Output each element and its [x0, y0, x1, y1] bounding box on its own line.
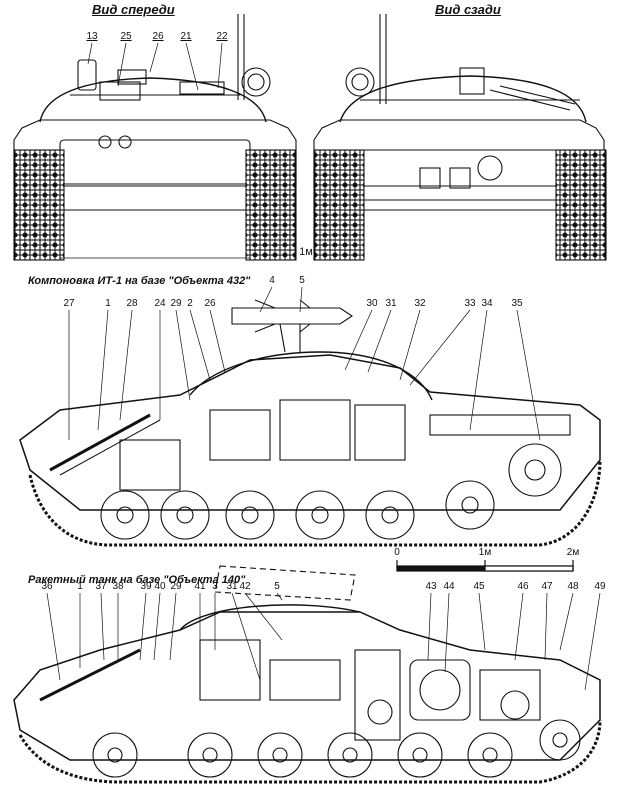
object140-title: Ракетный танк на базе "Объекта 140" [28, 574, 246, 586]
leader-ob140-5 [276, 592, 283, 601]
leader-ob140-37 [100, 592, 105, 661]
callout-ob140-46: 46 [517, 581, 529, 592]
callout-front-13: 13 [86, 31, 98, 42]
scale-tick-0: 0 [394, 547, 400, 558]
leader-ob140-48 [559, 592, 574, 651]
leader-front-22 [217, 42, 223, 89]
leader-ob140-39 [139, 592, 147, 661]
object140-cutaway-drawing [13, 565, 602, 784]
callout-it1-4: 4 [269, 275, 275, 286]
callout-ob140-41: 41 [194, 581, 206, 592]
callout-it1-2: 2 [187, 298, 193, 309]
leader-it1-5 [299, 286, 303, 313]
callout-ob140-39: 39 [140, 581, 152, 592]
meter-mark-label: 1м [299, 246, 313, 258]
callout-front-22: 22 [216, 31, 228, 42]
callout-ob140-48: 48 [567, 581, 579, 592]
scale-bar [396, 560, 574, 572]
leader-it1-35 [516, 309, 541, 441]
callout-ob140-1: 1 [77, 581, 83, 592]
leader-ob140-46 [514, 592, 524, 661]
leader-it1-30 [344, 309, 373, 371]
leader-it1-2 [189, 309, 211, 381]
callout-ob140-36: 36 [41, 581, 53, 592]
leader-ob140-43 [427, 592, 432, 661]
callout-ob140-31: 31 [226, 581, 238, 592]
callout-it1-26: 26 [204, 298, 216, 309]
leader-it1-26 [209, 309, 226, 373]
callout-leader-lines [46, 42, 601, 691]
callout-it1-24: 24 [154, 298, 166, 309]
callout-ob140-37: 37 [95, 581, 107, 592]
callout-front-26: 26 [152, 31, 164, 42]
leader-it1-33 [409, 309, 471, 386]
callout-it1-35: 35 [511, 298, 523, 309]
leader-ob140-49 [584, 592, 601, 691]
leader-ob140-29 [169, 592, 177, 661]
callout-it1-5: 5 [299, 275, 305, 286]
callout-ob140-42: 42 [239, 581, 251, 592]
rear-view-label: Вид сзади [435, 2, 501, 17]
callout-it1-1: 1 [105, 298, 111, 309]
callout-ob140-29: 29 [170, 581, 182, 592]
callout-ob140-47: 47 [541, 581, 553, 592]
callout-it1-29: 29 [170, 298, 182, 309]
front-view-label: Вид спереди [92, 2, 175, 17]
leader-front-26 [149, 42, 159, 73]
leader-ob140-44 [444, 592, 450, 673]
scale-tick-2m: 2м [566, 547, 580, 558]
leader-front-13 [87, 42, 93, 65]
it1-cutaway-drawing [19, 299, 602, 547]
leader-it1-32 [399, 309, 421, 381]
scale-tick-1m: 1м [478, 547, 492, 558]
callout-ob140-44: 44 [443, 581, 455, 592]
callout-it1-28: 28 [126, 298, 138, 309]
callout-ob140-49: 49 [594, 581, 606, 592]
rear-view-drawing [313, 14, 607, 261]
leader-it1-29 [175, 309, 191, 401]
callout-ob140-40: 40 [154, 581, 166, 592]
leader-front-25 [117, 42, 127, 87]
callout-ob140-5: 5 [274, 581, 280, 592]
it1-road-wheels [100, 443, 562, 540]
leader-it1-31 [367, 309, 392, 373]
callout-it1-33: 33 [464, 298, 476, 309]
leader-ob140-42 [244, 592, 283, 641]
callout-front-25: 25 [120, 31, 132, 42]
leader-ob140-40 [153, 592, 161, 661]
callout-ob140-38: 38 [112, 581, 124, 592]
leader-ob140-47 [544, 592, 548, 661]
leader-ob140-36 [46, 592, 61, 681]
callout-ob140-3: 3 [212, 581, 218, 592]
leader-it1-28 [119, 309, 133, 421]
callout-ob140-43: 43 [425, 581, 437, 592]
callout-it1-27: 27 [63, 298, 75, 309]
object140-road-wheels [92, 719, 581, 778]
leader-it1-4 [259, 286, 273, 313]
callout-it1-30: 30 [366, 298, 378, 309]
front-view-drawing [13, 14, 297, 261]
callout-front-21: 21 [180, 31, 192, 42]
leader-front-21 [185, 42, 199, 91]
it1-layout-title: Компоновка ИТ-1 на базе "Объекта 432" [28, 275, 251, 287]
callout-ob140-45: 45 [473, 581, 485, 592]
leader-ob140-31 [231, 592, 261, 681]
callout-it1-32: 32 [414, 298, 426, 309]
leader-ob140-45 [478, 592, 486, 651]
callout-it1-31: 31 [385, 298, 397, 309]
callout-it1-34: 34 [481, 298, 493, 309]
leader-it1-34 [469, 309, 488, 431]
leader-it1-1 [97, 309, 109, 431]
